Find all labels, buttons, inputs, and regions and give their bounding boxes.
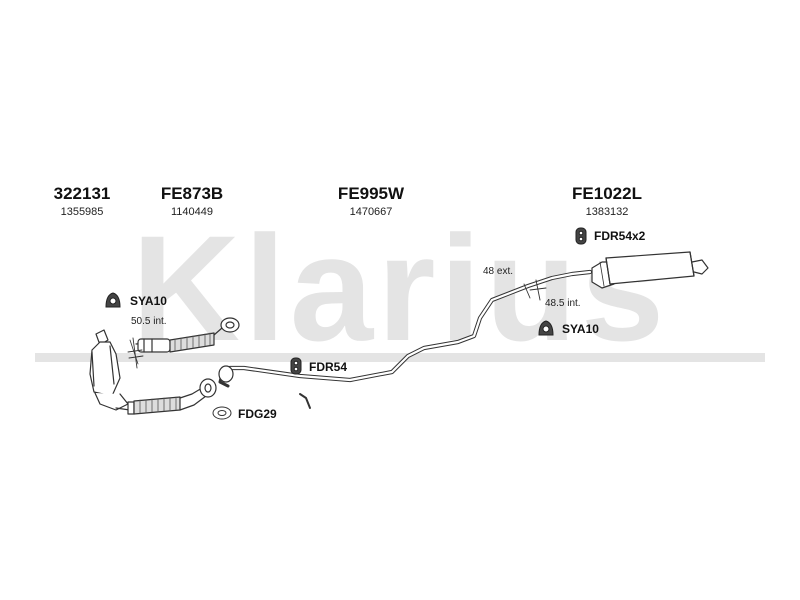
measurement-front-int: 50.5 int. bbox=[131, 316, 167, 327]
part-number-1: 322131 bbox=[53, 184, 111, 203]
measurement-rear-ext: 48 ext. bbox=[483, 266, 514, 277]
part-code-3: 1470667 bbox=[349, 206, 393, 218]
lower-flex-section bbox=[127, 378, 217, 415]
label-sya10-rear: SYA10 bbox=[562, 322, 599, 336]
part-number-3: FE995W bbox=[337, 184, 405, 203]
middle-pipe-fe995w bbox=[218, 269, 593, 409]
fdr54x2-icon bbox=[575, 227, 587, 245]
part-number-2: FE873B bbox=[160, 184, 224, 203]
sya10-rear-icon bbox=[538, 320, 554, 336]
front-pipe-fe873b bbox=[135, 317, 240, 353]
label-fdr54x2: FDR54x2 bbox=[594, 229, 646, 243]
label-sya10-front: SYA10 bbox=[130, 294, 167, 308]
watermark-underline bbox=[35, 353, 765, 362]
rear-silencer-fe1022l bbox=[591, 251, 709, 289]
part-code-1: 1355985 bbox=[60, 206, 104, 218]
part-code-4: 1383132 bbox=[585, 206, 629, 218]
fdg29-gasket-icon bbox=[212, 406, 232, 420]
fdr54-icon bbox=[290, 357, 302, 375]
measurement-rear-int: 48.5 int. bbox=[545, 298, 581, 309]
sya10-front-icon bbox=[105, 292, 121, 308]
label-fdr54: FDR54 bbox=[309, 360, 348, 374]
label-fdg29: FDG29 bbox=[238, 407, 277, 421]
measurement-markers bbox=[127, 279, 547, 369]
part-code-2: 1140449 bbox=[170, 206, 214, 218]
catalytic-converter-322131 bbox=[89, 329, 139, 411]
part-number-4: FE1022L bbox=[572, 184, 642, 203]
